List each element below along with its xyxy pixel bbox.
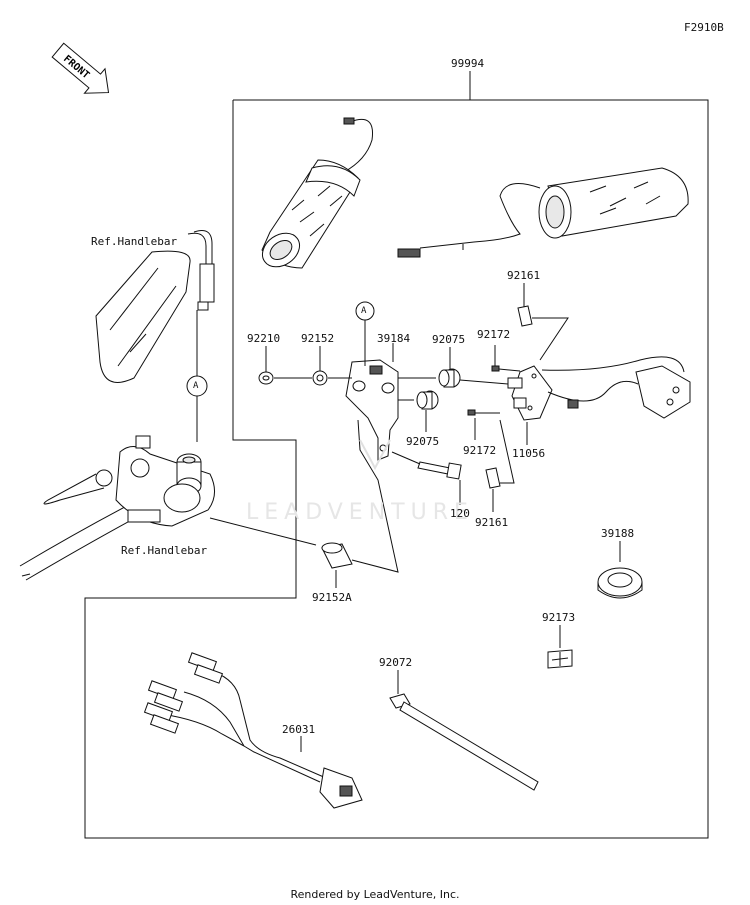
part-label-92210: 92210	[247, 332, 281, 345]
part-label-39188: 39188	[601, 527, 635, 540]
circle-a-left-shape	[186, 375, 208, 397]
grommets-92075	[398, 347, 509, 432]
part-label-39184: 39184	[377, 332, 411, 345]
part-label-92172-top: 92172	[477, 328, 511, 341]
bolt-120	[391, 451, 462, 505]
circle-a-left-label: A	[193, 381, 199, 391]
kit-outline	[84, 99, 709, 839]
part-label-92072: 92072	[379, 656, 413, 669]
controller-11056	[507, 356, 691, 445]
seal-39188	[597, 541, 643, 599]
clip-92173	[547, 625, 573, 669]
part-label-92161-bottom: 92161	[475, 516, 509, 529]
part-label-120: 120	[450, 507, 470, 520]
part-label-99994: 99994	[451, 57, 485, 70]
harness-26031	[143, 652, 363, 809]
washer-92210	[258, 346, 274, 385]
part-label-92172-bottom: 92172	[463, 444, 497, 457]
lever-assembly	[19, 435, 317, 581]
part-label-92075-bottom: 92075	[406, 435, 440, 448]
collar-92152	[274, 346, 352, 386]
part-label-11056: 11056	[512, 447, 546, 460]
rubber-blocks-92161	[485, 283, 569, 512]
left-grip	[261, 117, 374, 269]
part-label-26031: 26031	[282, 723, 316, 736]
right-grip	[397, 167, 689, 258]
screws-92172	[467, 345, 521, 440]
footer-credit: Rendered by LeadVenture, Inc.	[290, 888, 460, 901]
collar-92152A	[321, 419, 399, 588]
part-label-92161-top: 92161	[507, 269, 541, 282]
watermark-emblem	[359, 439, 391, 471]
front-arrow-icon: FRONT	[51, 42, 110, 94]
part-label-92152A: 92152A	[312, 591, 352, 604]
watermark: LEADVENTURE	[246, 500, 474, 525]
ref-handlebar-bottom-label: Ref.Handlebar	[121, 544, 208, 557]
ref-handlebar-top-label: Ref.Handlebar	[91, 235, 178, 248]
mirror	[95, 230, 215, 442]
bracket-39184	[345, 301, 399, 461]
part-label-92173: 92173	[542, 611, 576, 624]
cable-tie-92072	[389, 670, 539, 791]
part-label-92075-top: 92075	[432, 333, 466, 346]
part-label-92152: 92152	[301, 332, 335, 345]
circle-a-top-label: A	[361, 306, 367, 316]
figure-code: F2910B	[684, 21, 724, 34]
